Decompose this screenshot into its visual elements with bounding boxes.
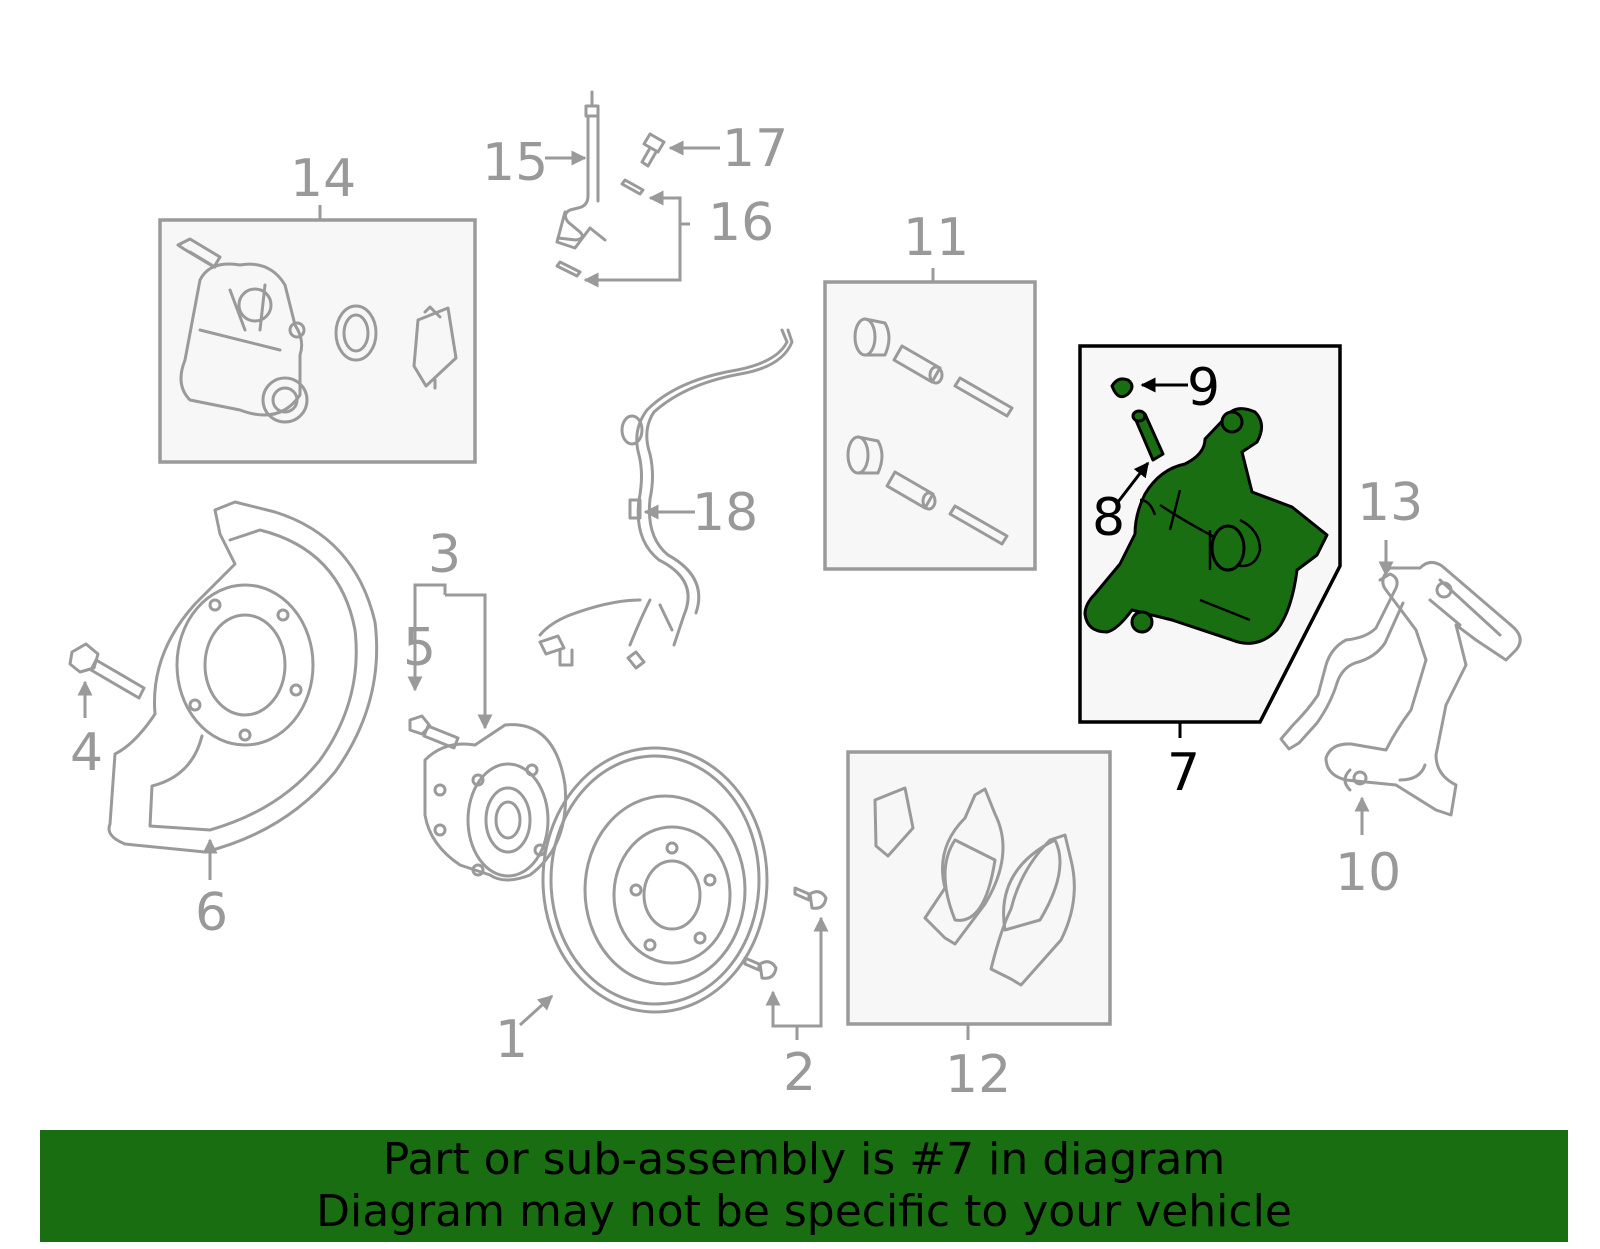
part-16-hose-clips[interactable]: [555, 178, 645, 278]
callout-18[interactable]: 18: [692, 483, 758, 543]
callout-2[interactable]: 2: [783, 1043, 816, 1103]
part-group-11-guide-pin-kit[interactable]: [823, 268, 1037, 571]
callout-16[interactable]: 16: [708, 193, 774, 253]
callout-7[interactable]: 7: [1167, 743, 1200, 803]
callout-14[interactable]: 14: [290, 149, 356, 209]
part-3-wheel-hub-bearing[interactable]: [423, 723, 568, 882]
callout-5[interactable]: 5: [403, 618, 436, 678]
part-group-12-brake-pad-set[interactable]: [846, 750, 1112, 1040]
pad-shim-icon: [873, 786, 915, 858]
part-10-caliper-bracket[interactable]: [1324, 561, 1522, 817]
part-1-brake-rotor[interactable]: [541, 746, 769, 1014]
notice-banner: Part or sub-assembly is #7 in diagram Di…: [40, 1130, 1568, 1242]
part-4-shield-bolt[interactable]: [68, 642, 146, 700]
callout-8[interactable]: 8: [1092, 488, 1125, 548]
guide-pin-boot-icon: [846, 317, 891, 475]
callout-11[interactable]: 11: [903, 208, 969, 268]
banner-line-1: Part or sub-assembly is #7 in diagram: [382, 1134, 1226, 1185]
callout-1[interactable]: 1: [495, 1010, 528, 1070]
part-6-dust-shield[interactable]: [107, 500, 379, 854]
brake-motor-icon: [179, 262, 309, 424]
callout-10[interactable]: 10: [1335, 843, 1401, 903]
part-13-anti-rattle-spring[interactable]: [1279, 572, 1405, 751]
brake-pad-inner-icon: [923, 787, 1005, 946]
caliper-bleeder-cap-icon: [1110, 377, 1134, 399]
motor-bolt-icon: [176, 237, 222, 269]
motor-seal-icon: [334, 304, 378, 362]
banner-line-2: Diagram may not be specific to your vehi…: [316, 1186, 1292, 1237]
part-group-7-brake-caliper[interactable]: [1078, 344, 1342, 738]
part-group-14-parking-brake-motor[interactable]: [158, 205, 477, 464]
callout-12[interactable]: 12: [945, 1045, 1011, 1105]
guide-pin-bushing-icon: [885, 344, 944, 511]
part-17-hose-bolt[interactable]: [640, 132, 666, 168]
guide-pin-icon: [948, 376, 1014, 546]
brake-pad-outer-icon: [989, 833, 1076, 987]
part-18-abs-wheel-sensor[interactable]: [538, 328, 794, 670]
part-15-brake-hose[interactable]: [555, 90, 607, 250]
callout-6[interactable]: 6: [195, 883, 228, 943]
callout-9[interactable]: 9: [1187, 358, 1220, 418]
motor-gasket-icon: [412, 305, 458, 390]
callout-15[interactable]: 15: [482, 133, 548, 193]
callout-17[interactable]: 17: [722, 119, 788, 179]
part-2-rotor-screws[interactable]: [743, 886, 828, 980]
caliper-bleeder-screw-icon: [1131, 409, 1165, 462]
callout-13[interactable]: 13: [1357, 473, 1423, 533]
callout-4[interactable]: 4: [70, 723, 103, 783]
callout-3[interactable]: 3: [428, 525, 461, 585]
part-5-hub-bolt[interactable]: [408, 714, 460, 750]
brake-caliper-icon: [1083, 407, 1329, 645]
